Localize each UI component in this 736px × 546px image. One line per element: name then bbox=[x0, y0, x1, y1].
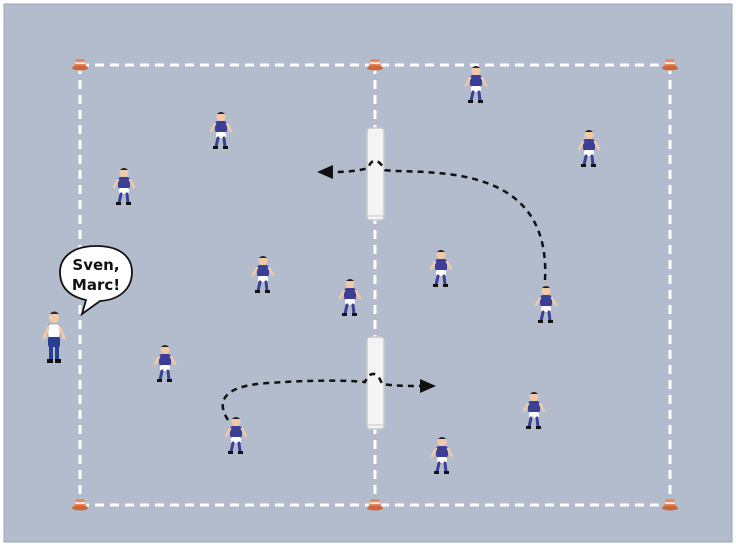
coach-shirt bbox=[48, 324, 60, 338]
mini-goal-top bbox=[367, 128, 384, 220]
speech-bubble-line2: Marc! bbox=[72, 276, 120, 294]
speech-bubble-line1: Sven, bbox=[72, 256, 119, 274]
coach-shorts bbox=[48, 337, 60, 347]
coach-head bbox=[49, 313, 59, 323]
